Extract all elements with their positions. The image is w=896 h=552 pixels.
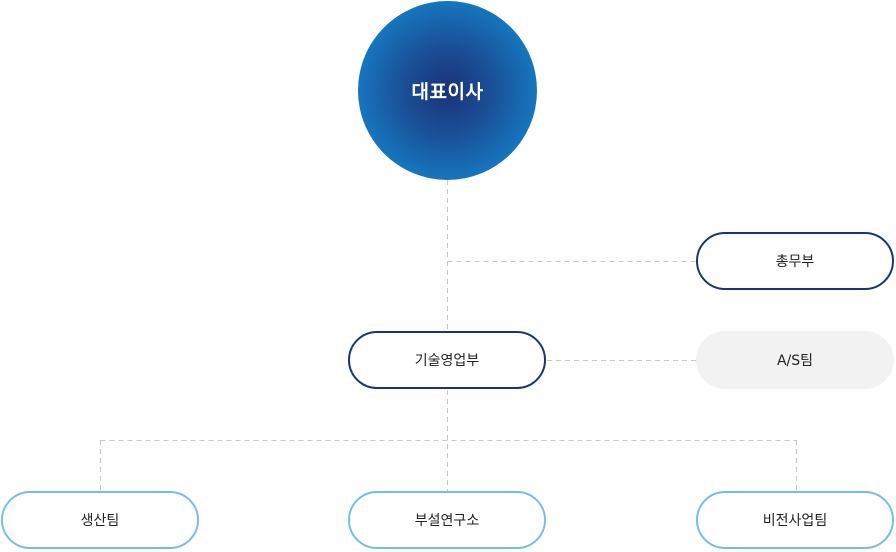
tech-sales-node[interactable]: 기술영업부 (348, 331, 546, 389)
production-team-label: 생산팀 (80, 513, 120, 529)
research-lab-label: 부설연구소 (414, 513, 480, 529)
research-lab-node[interactable]: 부설연구소 (348, 491, 546, 549)
vision-team-node[interactable]: 비전사업팀 (696, 491, 894, 549)
general-affairs-label: 총무부 (775, 254, 815, 270)
as-team-node[interactable]: A/S팀 (696, 331, 894, 389)
production-team-node[interactable]: 생산팀 (1, 491, 199, 549)
as-team-label: A/S팀 (776, 353, 814, 369)
vision-team-label: 비전사업팀 (762, 513, 828, 529)
general-affairs-node[interactable]: 총무부 (696, 232, 894, 290)
tech-sales-label: 기술영업부 (414, 353, 480, 369)
ceo-label: 대표이사 (411, 81, 484, 103)
ceo-node[interactable]: 대표이사 (358, 1, 537, 180)
